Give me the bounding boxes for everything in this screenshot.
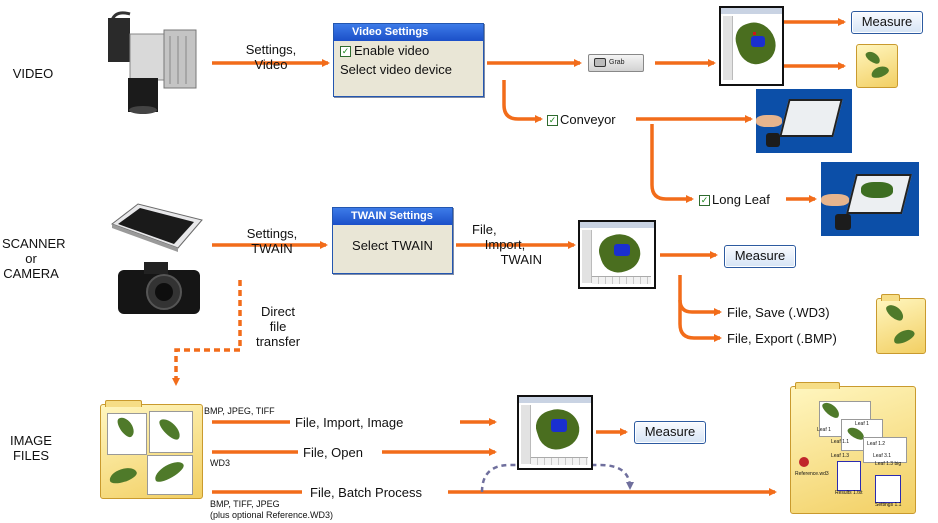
conveyor-checkbox[interactable]: ✓Conveyor xyxy=(547,112,616,127)
check-icon: ✓ xyxy=(547,115,558,127)
enable-video-label: Enable video xyxy=(354,43,430,58)
file-import-image-label: File, Import, Image xyxy=(295,415,404,430)
select-video-device[interactable]: Select video device xyxy=(340,62,453,77)
video-settings-line1: Settings, xyxy=(245,42,297,57)
twain-settings-label: Settings, TWAIN xyxy=(236,226,308,256)
leaf-icon xyxy=(863,49,883,66)
twain-settings-line2: TWAIN xyxy=(251,241,293,256)
batch-file-label: Leaf 1.3 big xyxy=(875,461,902,467)
folder-icon-export xyxy=(876,294,926,354)
section-scanner-line2: or xyxy=(25,251,37,266)
enable-video-checkbox[interactable]: ✓Enable video xyxy=(334,41,483,60)
file-import-line1: File, xyxy=(472,222,497,237)
video-settings-dialog[interactable]: Video Settings ✓Enable video Select vide… xyxy=(333,23,484,97)
video-camera-icon xyxy=(108,11,197,114)
batch-file-label: Leaf 1.2 xyxy=(867,441,886,447)
twain-settings-dialog[interactable]: TWAIN Settings Select TWAIN xyxy=(332,207,453,274)
software-screenshot-files xyxy=(517,395,593,470)
section-scanner-or-camera: SCANNER or CAMERA xyxy=(2,236,66,281)
file-import-twain-label: File, Import, TWAIN xyxy=(462,222,548,267)
conveyor-label: Conveyor xyxy=(560,112,616,127)
select-twain[interactable]: Select TWAIN xyxy=(352,238,433,253)
file-batch-process-label: File, Batch Process xyxy=(310,485,422,500)
video-settings-title: Video Settings xyxy=(334,24,483,41)
direct-line2: file xyxy=(269,319,287,334)
arrow-shot-save xyxy=(678,275,722,316)
batch-file-label: Reference.wd3 xyxy=(795,471,829,477)
leaf-icon xyxy=(883,301,907,324)
file-save-label: File, Save (.WD3) xyxy=(727,305,830,320)
arrow-shot-export xyxy=(678,300,722,342)
long-leaf-checkbox[interactable]: ✓Long Leaf xyxy=(699,192,770,207)
formats-reference-note: (plus optional Reference.WD3) xyxy=(210,510,334,520)
video-settings-label: Settings, Video xyxy=(236,42,306,72)
section-scanner-line3: CAMERA xyxy=(3,266,59,281)
file-open-label: File, Open xyxy=(303,445,363,460)
leaf-icon xyxy=(107,464,139,487)
batch-file-label: Results 1.txt xyxy=(835,490,863,496)
twain-settings-line1: Settings, xyxy=(246,226,298,241)
section-scanner-line1: SCANNER xyxy=(2,236,66,251)
direct-line3: transfer xyxy=(255,334,301,349)
long-leaf-conveyor-photo xyxy=(821,162,919,236)
batch-file-label: Settings 1.1 xyxy=(875,502,902,508)
batch-file-label: Leaf 1 xyxy=(855,421,869,427)
arrow-direct-transfer xyxy=(172,280,242,386)
leaf-icon xyxy=(861,182,893,198)
camera-grab-icon xyxy=(594,57,606,67)
check-icon: ✓ xyxy=(699,195,710,207)
folder-icon-video xyxy=(856,44,898,88)
grab-label: Grab xyxy=(609,59,625,66)
batch-file-label: Leaf 1 xyxy=(817,427,831,433)
batch-file-label: Leaf 1.3 xyxy=(831,453,850,459)
measure-button-scanner[interactable]: Measure xyxy=(724,245,796,268)
check-icon: ✓ xyxy=(340,46,351,58)
leaf-icon xyxy=(891,326,917,347)
direct-line1: Direct xyxy=(261,304,295,319)
direct-file-transfer-label: Direct file transfer xyxy=(252,304,304,349)
measure-button-files[interactable]: Measure xyxy=(634,421,706,444)
file-export-label: File, Export (.BMP) xyxy=(727,331,837,346)
video-settings-line2: Video xyxy=(254,57,288,72)
software-screenshot-scanner xyxy=(578,220,656,289)
leaf-icon xyxy=(869,64,891,80)
arrow-conveyor-longleaf xyxy=(650,124,694,203)
section-image-files: IMAGE FILES xyxy=(2,433,60,463)
twain-settings-title: TWAIN Settings xyxy=(333,208,452,225)
grab-button[interactable]: Grab xyxy=(588,54,644,72)
formats-wd3: WD3 xyxy=(210,458,230,468)
batch-output-folder-icon: Leaf 1 Leaf 1 Leaf 1.1 Leaf 1.2 Leaf 1.3… xyxy=(790,382,916,514)
file-import-line2: Import, xyxy=(484,237,526,252)
dslr-camera-icon xyxy=(118,262,200,314)
flatbed-scanner-icon xyxy=(110,203,203,252)
file-import-line3: TWAIN xyxy=(500,252,542,267)
software-screenshot-video xyxy=(719,6,784,86)
section-image-line1: IMAGE xyxy=(10,433,52,448)
formats-bmp-jpeg-tiff: BMP, JPEG, TIFF xyxy=(204,406,275,416)
section-image-line2: FILES xyxy=(12,448,50,463)
batch-file-label: Leaf 3.1 xyxy=(873,453,892,459)
reference-icon xyxy=(799,457,809,467)
arrow-settings-conveyor xyxy=(502,80,543,123)
long-leaf-label: Long Leaf xyxy=(712,192,770,207)
arrow-batch-dashed xyxy=(480,463,634,493)
measure-button-video[interactable]: Measure xyxy=(851,11,923,34)
section-video: VIDEO xyxy=(12,66,54,81)
image-files-folder-icon xyxy=(100,400,203,499)
batch-file-label: Leaf 1.1 xyxy=(831,439,850,445)
formats-bmp-tiff-jpeg: BMP, TIFF, JPEG xyxy=(210,499,280,509)
conveyor-photo xyxy=(756,89,852,153)
